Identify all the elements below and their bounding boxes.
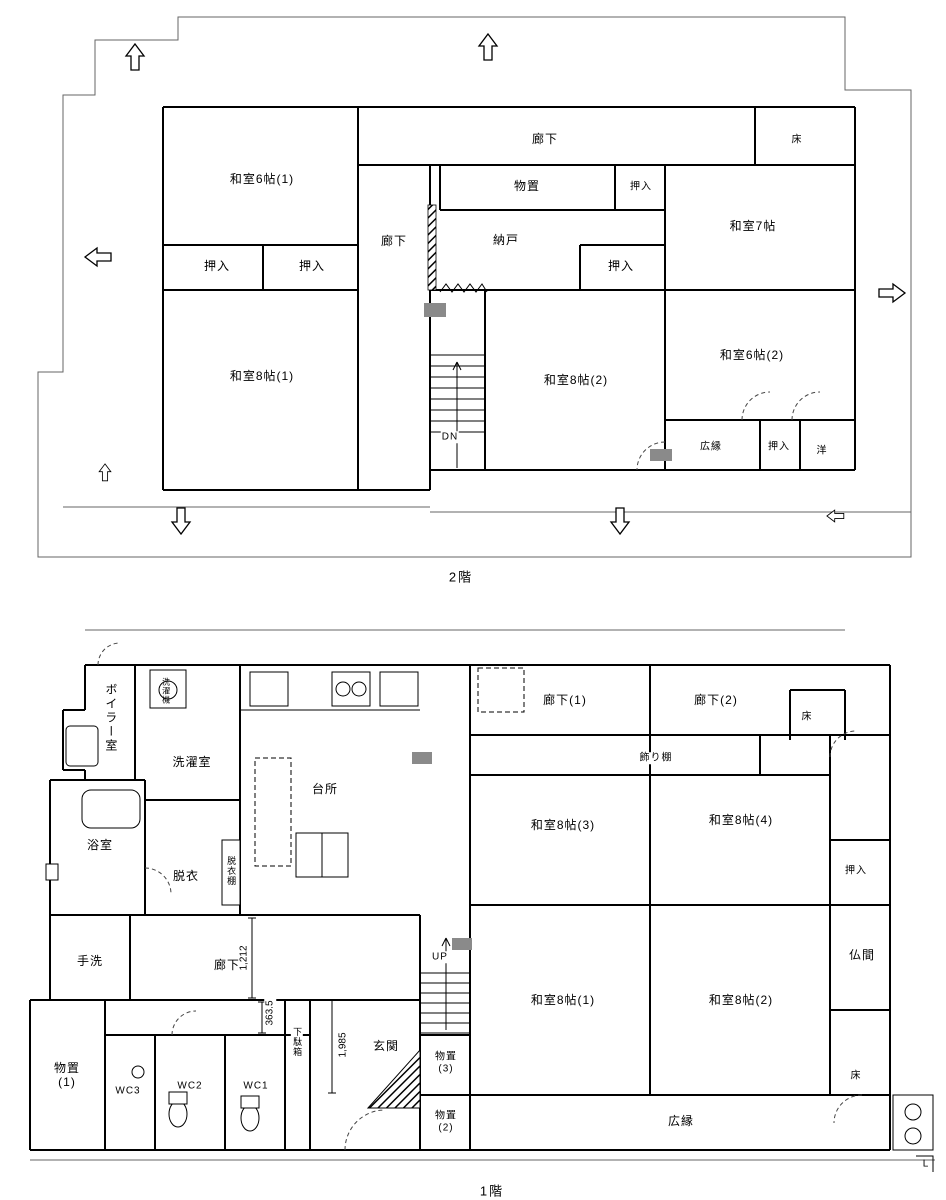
dimension-label-363: 363.5 bbox=[264, 998, 276, 1028]
room-label-1f-washitsu8-4: 和室8帖(4) bbox=[708, 813, 774, 828]
kitchen-cabinet bbox=[379, 671, 419, 707]
toilet-tank-wc1 bbox=[240, 1095, 260, 1109]
room-label-2f-roka: 廊下 bbox=[380, 234, 408, 249]
arrow-up-icon bbox=[124, 42, 146, 71]
room-label-1f-washitsu8-1: 和室8帖(1) bbox=[530, 993, 596, 1008]
floor1-door-arcs bbox=[97, 642, 863, 1151]
boiler-unit bbox=[65, 725, 99, 767]
arrow-right-icon bbox=[878, 282, 907, 304]
room-label-2f-youshitsu: 洋 bbox=[816, 445, 828, 457]
fixture-label-kazaridana: 飾り棚 bbox=[638, 752, 674, 764]
room-label-1f-roka2: 廊下(2) bbox=[694, 693, 738, 708]
floor2-stairs-dn bbox=[430, 354, 485, 468]
floor1-sanitary-fixtures bbox=[45, 669, 934, 1151]
room-label-2f-oshiire-l2: 押入 bbox=[298, 259, 326, 274]
room-label-1f-tearai: 手洗 bbox=[76, 954, 104, 969]
arrow-down-icon bbox=[609, 507, 631, 536]
floor1-genkan-step bbox=[366, 1048, 421, 1109]
arrow-up-icon bbox=[477, 32, 499, 61]
room-label-1f-yokushitsu: 浴室 bbox=[86, 838, 114, 853]
room-label-1f-datsui: 脱衣 bbox=[172, 869, 200, 884]
room-label-1f-washitsu8-3: 和室8帖(3) bbox=[530, 818, 596, 833]
floor2-direction-arrows bbox=[83, 32, 907, 536]
room-label-2f-washitsu6-2: 和室6帖(2) bbox=[719, 348, 785, 363]
washing-machine bbox=[149, 669, 187, 709]
room-label-2f-nando: 納戸 bbox=[492, 233, 520, 248]
room-label-1f-boiler: ボイラー室 bbox=[103, 683, 118, 753]
outdoor-unit-fan-icon bbox=[904, 1103, 922, 1121]
room-label-2f-roka-top: 廊下 bbox=[531, 132, 559, 147]
room-label-1f-hiroen: 広縁 bbox=[667, 1114, 695, 1129]
floor2-walls bbox=[162, 106, 856, 491]
dimension-label-1212: 1,212 bbox=[238, 943, 250, 973]
room-label-1f-monooki1: 物置(1) bbox=[53, 1061, 80, 1089]
floor2-fixtures bbox=[424, 303, 672, 461]
arrow-left-small-icon bbox=[826, 509, 845, 523]
floor2-outline bbox=[37, 16, 912, 558]
room-label-2f-oshiire-b: 押入 bbox=[768, 441, 790, 453]
room-label-1f-roka1: 廊下(1) bbox=[543, 693, 587, 708]
corner-mark: L bbox=[922, 1158, 930, 1170]
room-label-1f-daidokoro: 台所 bbox=[311, 782, 339, 797]
bathtub bbox=[81, 789, 141, 829]
floor1-kitchen-fixtures bbox=[240, 667, 525, 878]
fixture-label-getabako: 下駄箱 bbox=[290, 1027, 304, 1057]
room-label-1f-sentakushitsu: 洗濯室 bbox=[172, 755, 212, 770]
arrow-left-icon bbox=[83, 246, 112, 268]
room-label-1f-wc3: WC3 bbox=[115, 1085, 141, 1097]
room-label-2f-oshiire-l1: 押入 bbox=[203, 259, 231, 274]
room-label-1f-genkan: 玄関 bbox=[372, 1039, 400, 1054]
room-label-2f-oshiire-mid: 押入 bbox=[607, 259, 635, 274]
room-label-2f-toko: 床 bbox=[791, 134, 803, 146]
floor1-walls bbox=[29, 664, 891, 1151]
room-label-2f-washitsu7: 和室7帖 bbox=[729, 219, 777, 234]
kitchen-sink bbox=[249, 671, 289, 707]
outdoor-unit-fan-icon bbox=[904, 1127, 922, 1145]
room-label-2f-washitsu8-1: 和室8帖(1) bbox=[229, 369, 295, 384]
room-label-1f-oshiire: 押入 bbox=[845, 865, 867, 877]
room-label-1f-roka: 廊下 bbox=[213, 958, 241, 973]
cupboard-dashed bbox=[254, 757, 292, 867]
room-label-2f-washitsu6-1: 和室6帖(1) bbox=[229, 172, 295, 187]
toilet-tank-wc2 bbox=[168, 1091, 188, 1105]
stove-burner-icon bbox=[351, 681, 367, 697]
room-label-2f-hiroen: 広縁 bbox=[700, 441, 722, 453]
floor1-caption: 1階 bbox=[479, 1183, 505, 1199]
wall-hatch-strip bbox=[427, 204, 437, 291]
room-label-1f-washitsu8-2: 和室8帖(2) bbox=[708, 993, 774, 1008]
floor2-door-arcs bbox=[636, 391, 821, 471]
arrow-down-icon bbox=[170, 507, 192, 536]
room-label-2f-oshiire-top: 押入 bbox=[630, 181, 652, 193]
dimension-label-1985: 1,985 bbox=[337, 1030, 349, 1060]
fixture-label-sentakuki: 洗濯機 bbox=[161, 677, 171, 705]
room-label-1f-butsuma: 仏間 bbox=[848, 948, 876, 963]
wc3-basin bbox=[131, 1065, 145, 1079]
room-label-1f-toko-top: 床 bbox=[801, 711, 813, 723]
room-label-1f-monooki2: 物置(2) bbox=[435, 1110, 457, 1134]
room-label-1f-monooki3: 物置(3) bbox=[435, 1051, 457, 1075]
room-label-2f-washitsu8-2: 和室8帖(2) bbox=[543, 373, 609, 388]
hand-wash-basin bbox=[45, 863, 59, 881]
stove-burner-icon bbox=[335, 681, 351, 697]
room-label-1f-wc2: WC2 bbox=[177, 1080, 203, 1092]
stairs-label-up: UP bbox=[431, 951, 449, 963]
floor2-caption: 2階 bbox=[448, 569, 474, 585]
refrigerator-dashed bbox=[477, 667, 525, 713]
room-label-1f-wc1: WC1 bbox=[243, 1080, 269, 1092]
floor1-outline bbox=[30, 629, 935, 1161]
insulation-zigzag bbox=[439, 283, 488, 293]
stairs-label-dn: DN bbox=[440, 431, 460, 443]
arrow-up-small-icon bbox=[98, 463, 112, 482]
fixture-label-datsuidana: 脱衣棚 bbox=[224, 856, 238, 886]
room-label-2f-monooki: 物置 bbox=[513, 179, 541, 194]
room-label-1f-toko-b: 床 bbox=[850, 1070, 862, 1082]
kitchen-stove bbox=[331, 671, 371, 707]
floor1-dimension-lines bbox=[248, 917, 934, 1172]
